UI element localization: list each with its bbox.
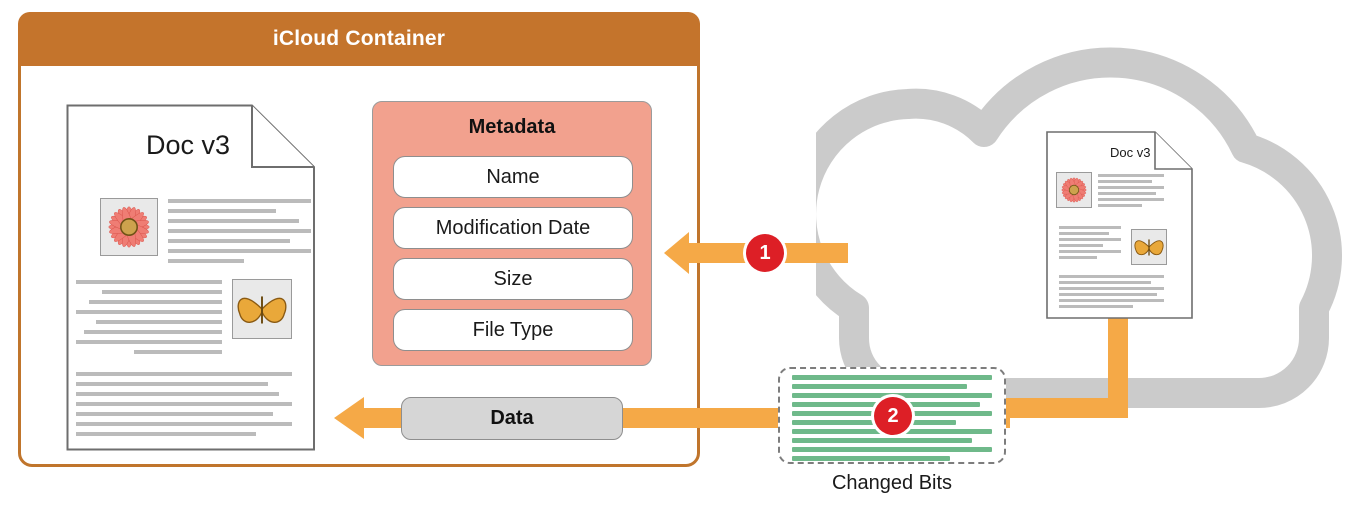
butterfly-photo: [1131, 229, 1167, 265]
metadata-row-label: Name: [486, 165, 540, 188]
metadata-row-label: Modification Date: [435, 216, 591, 239]
data-pill[interactable]: Data: [401, 397, 623, 440]
step-badge-1-number: 1: [759, 241, 771, 264]
arrow-1-head: [664, 232, 689, 274]
step-badge-1: 1: [746, 234, 784, 272]
icloud-container-title: iCloud Container: [272, 27, 446, 50]
metadata-row-file-type[interactable]: File Type: [393, 309, 633, 351]
local-document: Doc v3: [66, 104, 316, 451]
bit-line: [792, 456, 950, 461]
cloud-icon: [786, 8, 1353, 420]
bit-line: [792, 420, 956, 425]
metadata-row-modification-date[interactable]: Modification Date: [393, 207, 633, 249]
changed-bits-label: Changed Bits: [831, 472, 953, 494]
step-badge-2: 2: [874, 397, 912, 435]
bit-line: [792, 447, 992, 452]
connector-vertical: [1108, 316, 1128, 418]
metadata-panel-title: Metadata: [468, 116, 556, 138]
metadata-row-label: File Type: [472, 318, 554, 341]
cloud-document-title: Doc v3: [1110, 145, 1151, 160]
flower-photo: [100, 198, 158, 256]
metadata-row-name[interactable]: Name: [393, 156, 633, 198]
data-pill-label: Data: [490, 407, 534, 429]
step-badge-2-number: 2: [887, 404, 899, 427]
bit-line: [792, 375, 992, 380]
cloud-document: Doc v3: [1046, 131, 1193, 319]
bit-line: [792, 384, 967, 389]
metadata-row-size[interactable]: Size: [393, 258, 633, 300]
icloud-container-header: iCloud Container: [18, 12, 700, 66]
metadata-row-label: Size: [493, 267, 533, 290]
arrow-2-head: [334, 397, 364, 439]
bit-line: [792, 438, 972, 443]
butterfly-photo: [232, 279, 292, 339]
connector-horizontal-bottom: [1000, 398, 1128, 418]
flower-photo: [1056, 172, 1092, 208]
bit-line: [792, 393, 992, 398]
metadata-panel: Metadata Name Modification Date Size Fil…: [372, 101, 652, 366]
local-document-title: Doc v3: [146, 130, 231, 160]
